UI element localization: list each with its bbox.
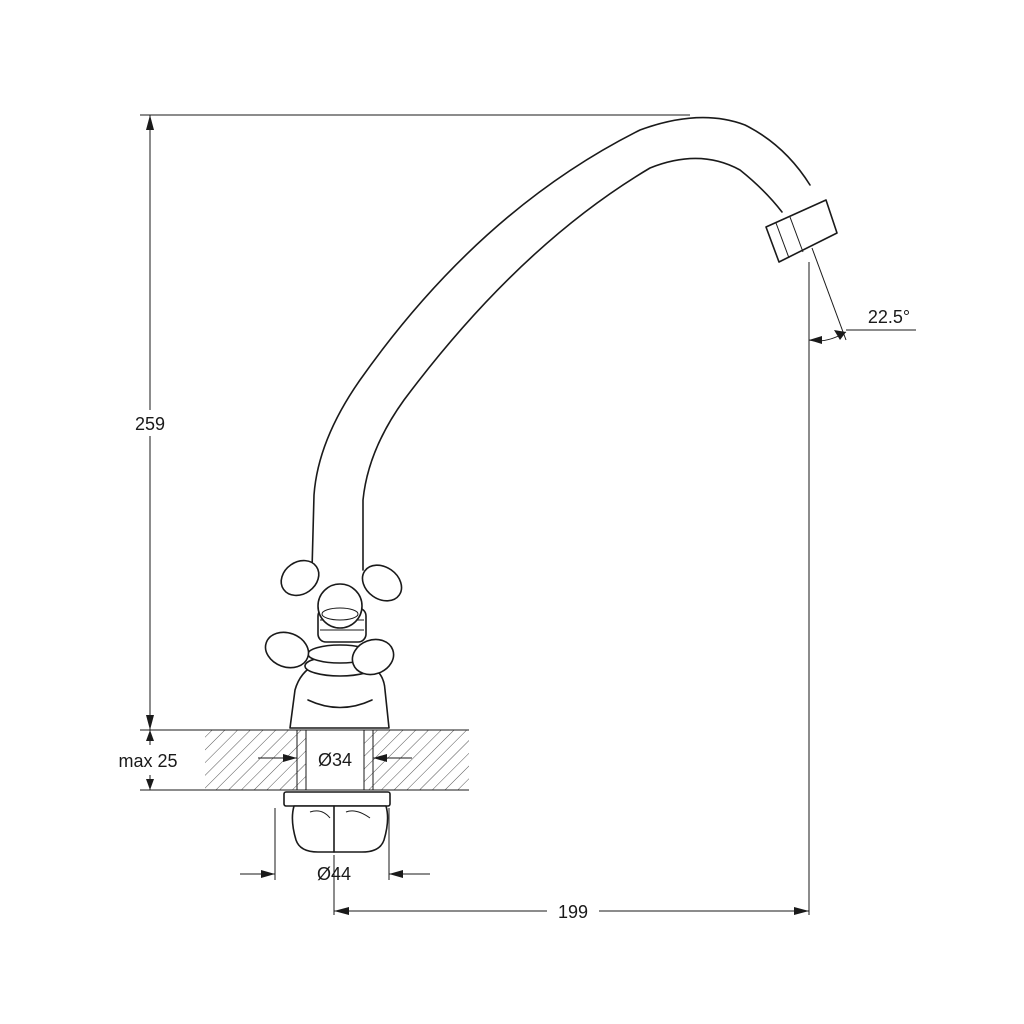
thickness-dimension: max 25 xyxy=(118,730,205,791)
hole-diameter-dimension: Ø34 xyxy=(258,750,412,770)
aerator xyxy=(765,199,838,263)
height-dimension: 259 xyxy=(128,114,690,731)
base-diameter-dimension: Ø44 xyxy=(240,808,430,884)
thickness-label: max 25 xyxy=(118,751,177,771)
reach-label: 199 xyxy=(558,902,588,922)
mounting-nut xyxy=(283,791,391,853)
spout xyxy=(311,116,811,571)
angle-dimension: 22.5° xyxy=(808,247,916,345)
countertop-section xyxy=(205,729,469,791)
angle-label: 22.5° xyxy=(868,307,910,327)
hole-diameter-label: Ø34 xyxy=(318,750,352,770)
reach-dimension: 199 xyxy=(333,340,810,924)
height-label: 259 xyxy=(135,414,165,434)
cross-handle xyxy=(264,559,403,676)
